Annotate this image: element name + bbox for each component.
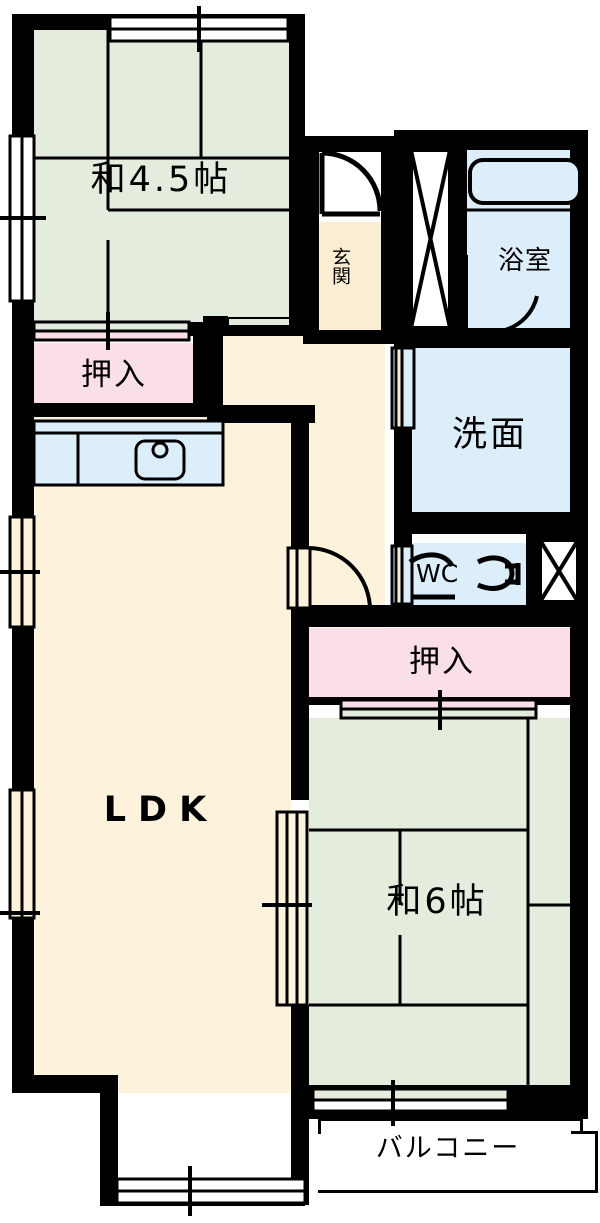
- label-balcony: バルコニー: [375, 1133, 521, 1164]
- wall-ldk-notch-vertical: [100, 1075, 118, 1205]
- wall-left-ldk-stub-a: [12, 405, 34, 517]
- wall-corner-blk-a: [12, 300, 34, 336]
- wall-senmen-left: [394, 345, 412, 517]
- wall-ps-lower-frame: [526, 530, 588, 610]
- wall-closet-left: [12, 336, 34, 416]
- balcony-inner: [321, 1121, 571, 1176]
- label-ldk: LDK: [103, 790, 219, 830]
- wall-ps-upper-left: [394, 130, 414, 345]
- wall-senmen-bottom: [394, 512, 588, 534]
- label-washitsu-4-5: 和4.5帖: [90, 160, 232, 200]
- label-senmen: 洗面: [451, 415, 528, 455]
- wall-genkan-bottom: [303, 330, 397, 344]
- wall-wc-bottom: [291, 605, 588, 627]
- wall-hall-vertical: [291, 405, 309, 630]
- label-washitsu-6: 和6帖: [386, 882, 488, 922]
- wall-left-upper-stub: [12, 14, 34, 136]
- wall-wc-left: [394, 530, 412, 608]
- label-oshiire-mid: 押入: [409, 644, 475, 680]
- wall-oshiire-top-right: [193, 336, 207, 417]
- wall-waterblock-top: [394, 130, 588, 150]
- wall-oshiire-mid-right: [570, 605, 588, 1105]
- wall-genkan-top: [303, 136, 397, 152]
- wall-top-left: [12, 14, 304, 30]
- genkan-step: [318, 222, 384, 236]
- wall-washitsu6-bottom: [291, 1085, 588, 1119]
- wall-waterblock-right: [570, 130, 588, 612]
- wall-left-ldk-stub-c: [12, 918, 34, 1093]
- room-fill-washitsu-4-5: [24, 28, 291, 324]
- room-fill-oshiire-top: [33, 343, 195, 407]
- wall-ps-upper-right: [449, 130, 467, 345]
- wall-oshiire-top-bottom: [12, 403, 207, 417]
- wall-ps-upper-bottom: [394, 328, 467, 348]
- wall-ldk-notch-horizontal: [12, 1075, 117, 1093]
- room-fill-washitsu-6: [309, 718, 587, 1088]
- room-fill-genkan: [318, 232, 384, 332]
- label-genkan: 玄関: [329, 247, 351, 285]
- label-oshiire-top: 押入: [81, 357, 147, 393]
- room-fill-senmen: [408, 348, 587, 514]
- wall-ldk-bottom: [100, 1188, 305, 1206]
- label-yokushitsu: 浴室: [497, 246, 552, 276]
- wall-corner-blk-b: [203, 316, 228, 336]
- wall-washitsu45-bottom: [12, 322, 305, 336]
- wall-hall-left-upper: [207, 336, 223, 420]
- wall-washitsu45-right: [289, 14, 305, 334]
- wall-bath-bottom: [449, 328, 588, 348]
- wall-genkan-right: [381, 150, 397, 340]
- label-wc: WC: [416, 559, 459, 588]
- wall-left-ldk-stub-b: [12, 625, 34, 790]
- wall-hall-step: [207, 405, 315, 423]
- room-fill-yokushitsu: [465, 150, 587, 328]
- wall-genkan-left: [303, 150, 319, 340]
- wall-oshiire-mid-bottom: [291, 697, 588, 705]
- pipe-shaft-icon-upper: [409, 148, 452, 330]
- room-fill-oshiire-mid: [309, 628, 587, 700]
- entrance-door-icon: [319, 150, 383, 217]
